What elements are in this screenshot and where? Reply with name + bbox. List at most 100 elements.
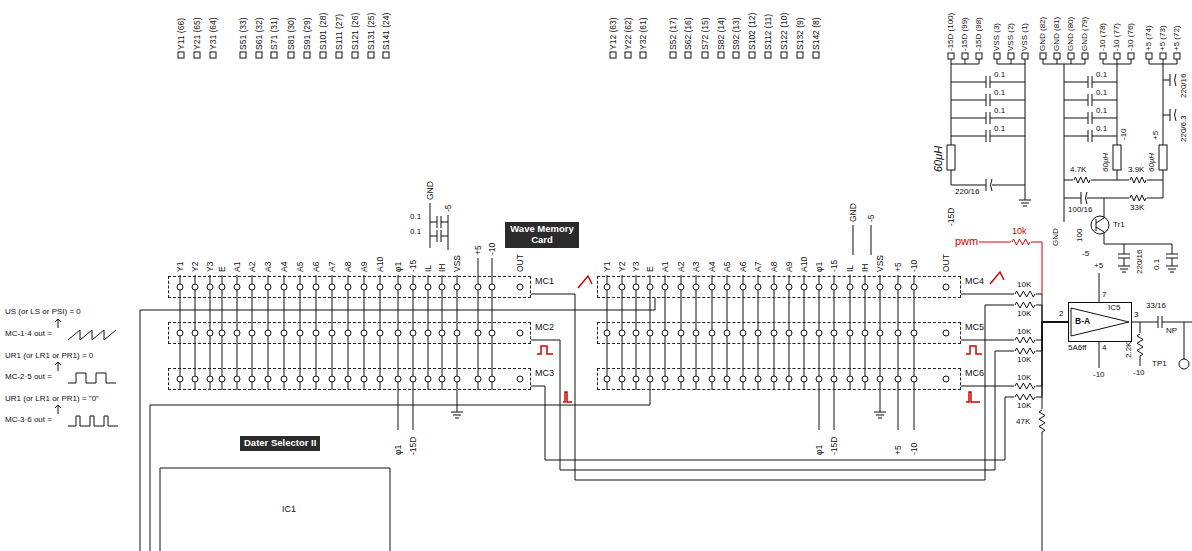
component-value: 4.7K	[1070, 166, 1086, 174]
pin-label: A1	[661, 262, 670, 272]
pin-label: A3	[264, 262, 273, 272]
pin-label: A8	[770, 262, 779, 272]
component-value: 220/6.3	[1180, 115, 1188, 142]
connector-pin	[240, 52, 246, 58]
pin-circle	[219, 284, 225, 290]
pin-label: VSS	[453, 255, 462, 272]
pin-circle	[361, 376, 367, 382]
bus-line	[914, 275, 915, 430]
pin-circle	[678, 330, 684, 336]
pin-circle	[662, 330, 668, 336]
pin-circle	[647, 330, 653, 336]
ground-symbol	[1019, 200, 1031, 201]
ground-symbol	[1168, 269, 1176, 270]
wire	[871, 225, 872, 255]
resistor-mask	[1129, 175, 1147, 185]
capacitor-gap	[986, 76, 990, 88]
pin-circle	[678, 376, 684, 382]
pin-circle	[633, 376, 639, 382]
pin-label: GND	[426, 181, 435, 200]
connector-pin	[1146, 53, 1152, 59]
wire	[951, 59, 952, 64]
component-value: 0.1	[994, 107, 1005, 115]
pin-label: E	[646, 266, 655, 272]
pin-circle	[439, 284, 445, 290]
resistor-symbol	[1012, 239, 1030, 245]
pin-label: A6	[312, 262, 321, 272]
pin-circle	[831, 284, 837, 290]
connector-pin	[271, 52, 277, 58]
component-value: Tr1	[1113, 221, 1125, 229]
connector-pin	[670, 52, 676, 58]
card-label: MC4	[965, 277, 984, 286]
pin-circle	[724, 330, 730, 336]
pin-label: φ1	[394, 445, 403, 455]
wire	[430, 203, 431, 248]
pin-circle	[219, 376, 225, 382]
title-tag: Dater Selector II	[240, 436, 320, 451]
pin-label: -15	[830, 260, 839, 272]
wire	[979, 59, 980, 64]
pin-label: -5	[867, 214, 876, 222]
capacitor-plate	[990, 76, 991, 88]
connector-pin	[352, 52, 358, 58]
pin-circle	[313, 330, 319, 336]
pin-circle	[724, 284, 730, 290]
pin-circle	[249, 284, 255, 290]
component-value: NP	[1166, 327, 1177, 335]
connector-pin	[948, 53, 954, 59]
connector-pin-label: GND (81)	[1053, 17, 1061, 51]
connector-pin	[368, 52, 374, 58]
pin-circle	[234, 376, 240, 382]
pin-circle	[709, 376, 715, 382]
pin-circle	[454, 284, 460, 290]
pin-circle	[604, 376, 610, 382]
pin-label: IH	[438, 264, 447, 273]
pin-circle	[410, 330, 416, 336]
resistor-mask	[1073, 175, 1091, 185]
connector-pin-label: S141 (24)	[382, 13, 391, 50]
wire	[1025, 64, 1026, 200]
resistor-mask	[1011, 237, 1031, 247]
pin-label: A10	[376, 257, 385, 272]
component-value: 2.2K	[1125, 342, 1133, 358]
capacitor-plate	[1170, 109, 1171, 121]
wire	[1071, 59, 1072, 64]
pin-circle	[816, 330, 822, 336]
capacitor-gap	[986, 130, 990, 142]
wire	[1104, 232, 1105, 244]
pin-label: VSS	[876, 255, 885, 272]
pin-circle	[786, 376, 792, 382]
pin-label: OUT	[942, 254, 951, 272]
wire-connector	[531, 322, 1068, 460]
memory-card-slot: MC1	[168, 276, 531, 298]
annotation-waveform	[537, 346, 553, 354]
connector-pin-label: -10 (78)	[1099, 23, 1107, 51]
pin-circle	[755, 376, 761, 382]
component-value: 60μH	[933, 146, 944, 172]
waveform	[68, 416, 118, 426]
capacitor-plate	[990, 94, 991, 106]
capacitor-plate	[1170, 74, 1171, 86]
component-value: +5	[1152, 131, 1160, 140]
transistor-symbol	[1091, 216, 1109, 234]
wire	[140, 298, 655, 551]
capacitor-plate	[437, 216, 438, 228]
wire	[1124, 258, 1125, 266]
resistor-symbol	[1015, 383, 1035, 389]
pin-circle	[693, 376, 699, 382]
waveform	[68, 330, 116, 340]
note-text: MC-1·4 out =	[5, 330, 52, 338]
capacitor-plate	[1088, 112, 1089, 124]
capacitor-plate	[986, 179, 987, 191]
pin-circle	[801, 376, 807, 382]
ground-symbol	[453, 415, 461, 416]
wire	[1104, 244, 1172, 245]
wire	[1131, 59, 1132, 64]
pin-circle	[234, 330, 240, 336]
connector-pin-label: S112 (11)	[764, 14, 773, 50]
pin-label: Y2	[618, 262, 627, 272]
pin-circle	[740, 330, 746, 336]
resistor-mask	[1014, 300, 1036, 310]
annotation: 10k	[1012, 227, 1027, 236]
